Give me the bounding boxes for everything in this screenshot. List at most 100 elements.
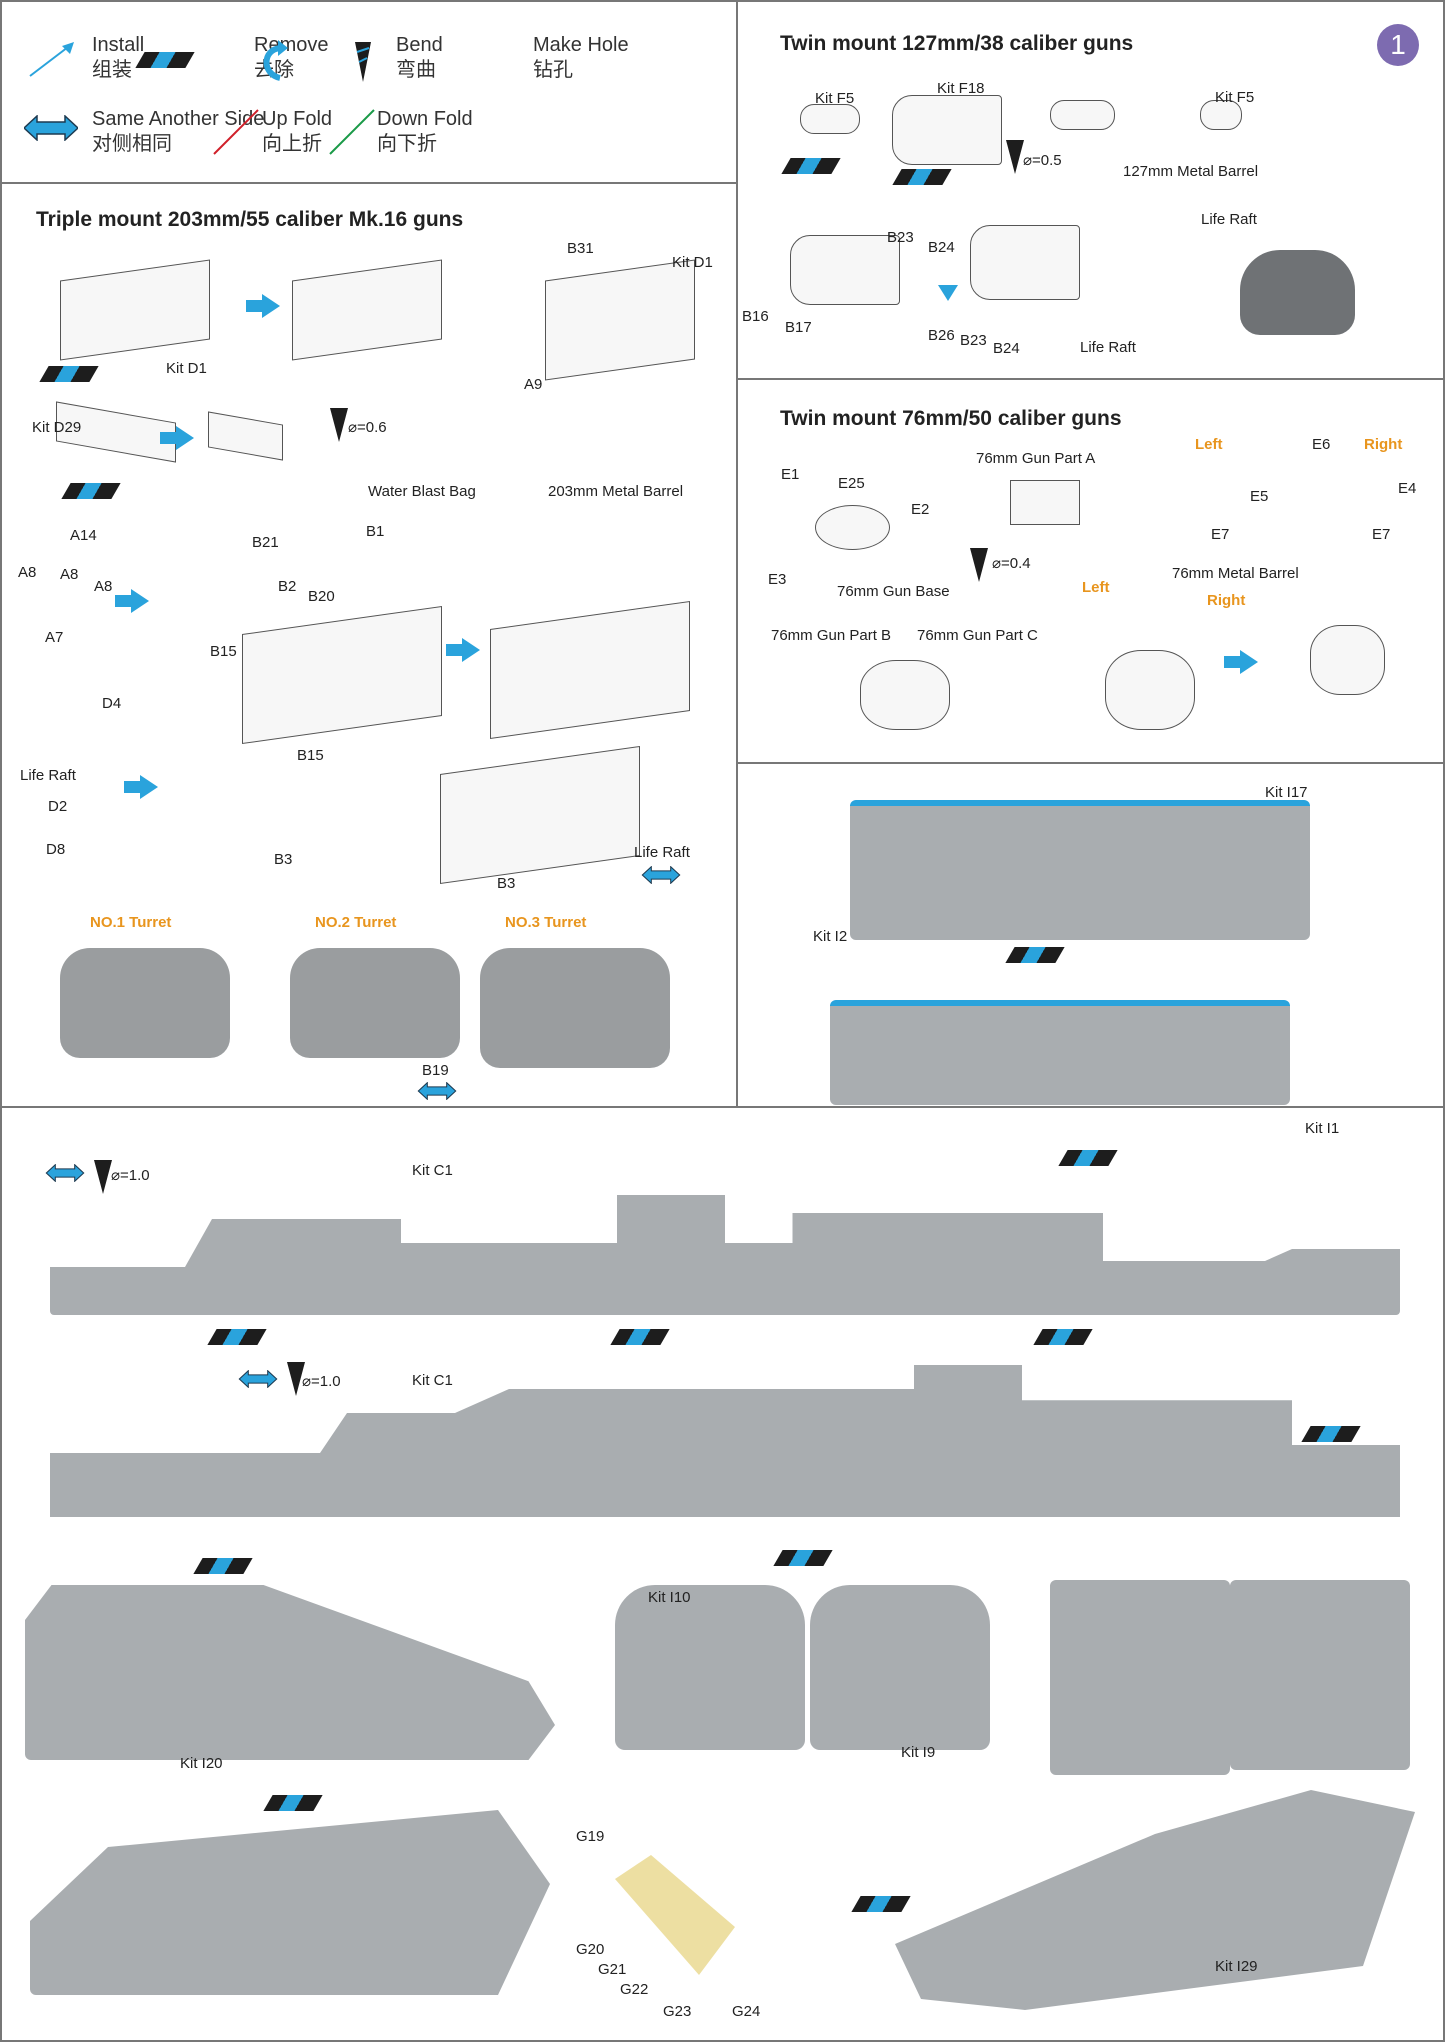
double-arrow-icon xyxy=(24,115,78,141)
part-label: B15 xyxy=(210,643,237,660)
part-label: G22 xyxy=(620,1981,649,1998)
right-label: Right xyxy=(1207,592,1246,609)
twin-127mm-panel xyxy=(736,0,1445,380)
part-label: G24 xyxy=(732,2003,761,2020)
part-label: Water Blast Bag xyxy=(368,483,476,500)
part-label: Kit I20 xyxy=(180,1755,223,1772)
legend-panel xyxy=(0,0,738,184)
turret-label: NO.2 Turret xyxy=(315,914,397,931)
part-label: Kit I1 xyxy=(1305,1120,1340,1137)
hull-panel xyxy=(0,1106,1445,2042)
triple-mount-title: Triple mount 203mm/55 caliber Mk.16 guns xyxy=(36,208,464,231)
part-label: E5 xyxy=(1250,488,1269,505)
part-label: B15 xyxy=(297,747,324,764)
arrow-down-icon xyxy=(938,285,958,301)
part-label: E6 xyxy=(1312,436,1331,453)
part-label: B2 xyxy=(278,578,297,595)
next-arrow-icon xyxy=(124,775,158,799)
part-label: Life Raft xyxy=(1080,339,1136,356)
assembled-photo xyxy=(1230,1580,1410,1770)
drill-icon xyxy=(287,1362,305,1396)
part-label: A8 xyxy=(60,566,79,583)
kit-i10-photo xyxy=(615,1585,805,1750)
part-label: B16 xyxy=(742,308,769,325)
part-label: B24 xyxy=(993,340,1020,357)
part-label: A8 xyxy=(94,578,113,595)
next-arrow-icon xyxy=(446,638,480,662)
part-label: 127mm Metal Barrel xyxy=(1123,163,1259,180)
remove-stripe-icon xyxy=(1005,947,1065,963)
part-label: E25 xyxy=(838,475,865,492)
part-label: Kit D1 xyxy=(166,360,207,377)
part-label: E7 xyxy=(1372,526,1391,543)
part-label: G21 xyxy=(598,1961,627,1978)
kit-i9-photo xyxy=(810,1585,990,1750)
twin-76mm-title: Twin mount 76mm/50 caliber guns xyxy=(780,407,1122,430)
next-arrow-icon xyxy=(1224,650,1258,674)
part-label: B21 xyxy=(252,534,279,551)
assembled-photo xyxy=(1050,1580,1230,1775)
part-label: Kit F5 xyxy=(1215,89,1255,106)
gun-base-drawing xyxy=(1105,650,1195,730)
turret-drawing xyxy=(545,259,695,381)
part-label: A8 xyxy=(18,564,37,581)
part-label: ⌀=0.5 xyxy=(1023,152,1062,169)
part-label: B3 xyxy=(274,851,293,868)
part-label: B23 xyxy=(887,229,914,246)
part-label: 203mm Metal Barrel xyxy=(548,483,684,500)
double-arrow-icon xyxy=(238,1370,278,1388)
part-label: B1 xyxy=(366,523,385,540)
part-label: E4 xyxy=(1398,480,1417,497)
part-label: E2 xyxy=(911,501,930,518)
remove-stripe-icon xyxy=(1033,1329,1093,1345)
part-label: D2 xyxy=(48,798,68,815)
part-label: D8 xyxy=(46,841,66,858)
remove-stripe-icon xyxy=(610,1329,670,1345)
part-label: G23 xyxy=(663,2003,692,2020)
turret-drawing xyxy=(970,225,1080,300)
remove-stripe-icon xyxy=(892,169,952,185)
part-label: E7 xyxy=(1211,526,1230,543)
next-arrow-icon xyxy=(160,426,194,450)
up-fold-line-icon xyxy=(213,109,259,155)
remove-stripe-icon xyxy=(193,1558,253,1574)
part-label: 76mm Gun Part C xyxy=(917,627,1038,644)
part-label: Kit I10 xyxy=(648,1589,691,1606)
gun-base-drawing xyxy=(815,505,890,550)
right-label: Right xyxy=(1364,436,1403,453)
down-fold-line-icon xyxy=(329,109,375,155)
drill-icon xyxy=(94,1160,112,1194)
turret-drawing xyxy=(790,235,900,305)
turret-label: NO.1 Turret xyxy=(90,914,172,931)
remove-stripe-icon xyxy=(61,483,121,499)
drill-icon xyxy=(330,408,348,442)
part-label: Life Raft xyxy=(634,844,690,861)
part-label: 76mm Gun Base xyxy=(837,583,950,600)
turret-photo xyxy=(1240,250,1355,335)
part-label: Kit I9 xyxy=(901,1744,936,1761)
part-label: ⌀=0.6 xyxy=(348,419,387,436)
gun-base-drawing xyxy=(1310,625,1385,695)
drill-icon xyxy=(970,548,988,582)
twin-127mm-title: Twin mount 127mm/38 caliber guns xyxy=(780,32,1134,55)
part-label: Kit C1 xyxy=(412,1372,453,1389)
part-label: Kit F18 xyxy=(937,80,985,97)
drill-icon xyxy=(1006,140,1024,174)
part-label: G19 xyxy=(576,1828,605,1845)
part-label: Kit I17 xyxy=(1265,784,1308,801)
remove-stripe-icon xyxy=(851,1896,911,1912)
turret-photo-2 xyxy=(290,948,460,1058)
gun-drawing xyxy=(1010,480,1080,525)
drill-icon xyxy=(355,42,371,82)
part-label: B3 xyxy=(497,875,516,892)
twin-76mm-panel xyxy=(736,378,1445,764)
turret-photo-1 xyxy=(60,948,230,1058)
part-label: A7 xyxy=(45,629,64,646)
next-arrow-icon xyxy=(246,294,280,318)
turret-label: NO.3 Turret xyxy=(505,914,587,931)
part-label: B17 xyxy=(785,319,812,336)
part-label: B23 xyxy=(960,332,987,349)
